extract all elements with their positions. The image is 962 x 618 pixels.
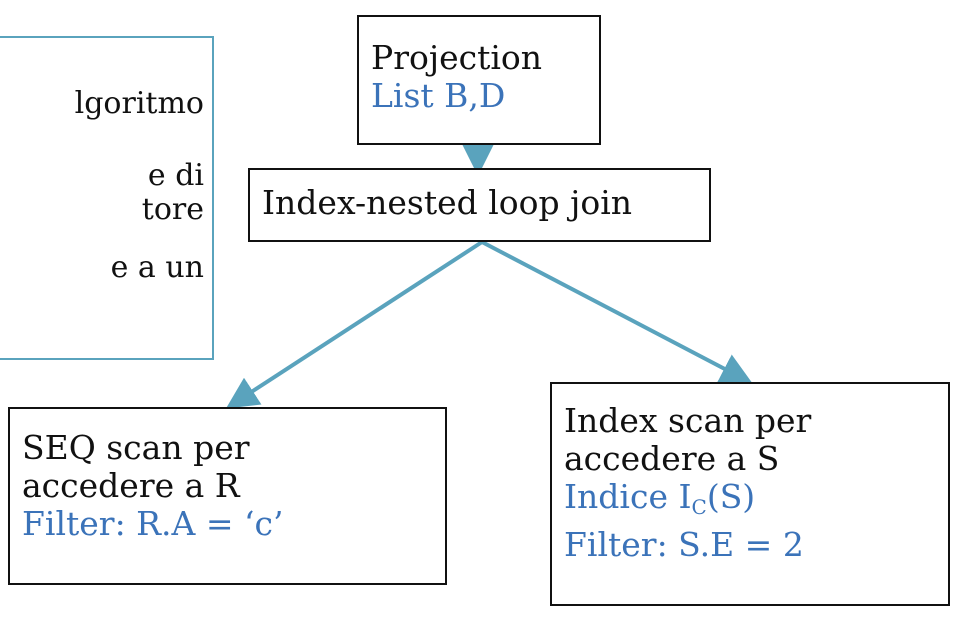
right-index-subscript: C: [691, 495, 707, 519]
side-note-line-3: tore: [141, 192, 204, 227]
left-scan-node: SEQ scan per accedere a R Filter: R.A = …: [8, 407, 447, 585]
edge-join-to-right: [481, 240, 753, 384]
right-index-prefix: Indice I: [564, 477, 692, 516]
left-filter: Filter: R.A = ‘c’: [22, 504, 284, 543]
edge-join-to-left: [225, 240, 484, 409]
projection-node: Projection List B,D: [357, 15, 601, 145]
projection-title: Projection: [371, 38, 543, 77]
right-line-1: Index scan per: [564, 401, 812, 440]
side-note-line-1: lgoritmo: [74, 86, 204, 121]
right-filter: Filter: S.E = 2: [564, 525, 804, 564]
side-note-line-2: e di: [147, 158, 204, 193]
side-note-line-4: e a un: [110, 250, 204, 285]
left-line-2: accedere a R: [22, 466, 240, 505]
right-index: Indice IC(S): [564, 478, 936, 526]
projection-detail: List B,D: [371, 76, 506, 115]
left-line-1: SEQ scan per: [22, 428, 250, 467]
right-scan-node: Index scan per accedere a S Indice IC(S)…: [550, 382, 950, 606]
side-note-box: lgoritmo e di tore e a un: [0, 36, 214, 360]
right-index-suffix: (S): [706, 477, 756, 516]
right-line-2: accedere a S: [564, 439, 780, 478]
join-node: Index-nested loop join: [248, 168, 711, 242]
join-title: Index-nested loop join: [262, 183, 633, 222]
